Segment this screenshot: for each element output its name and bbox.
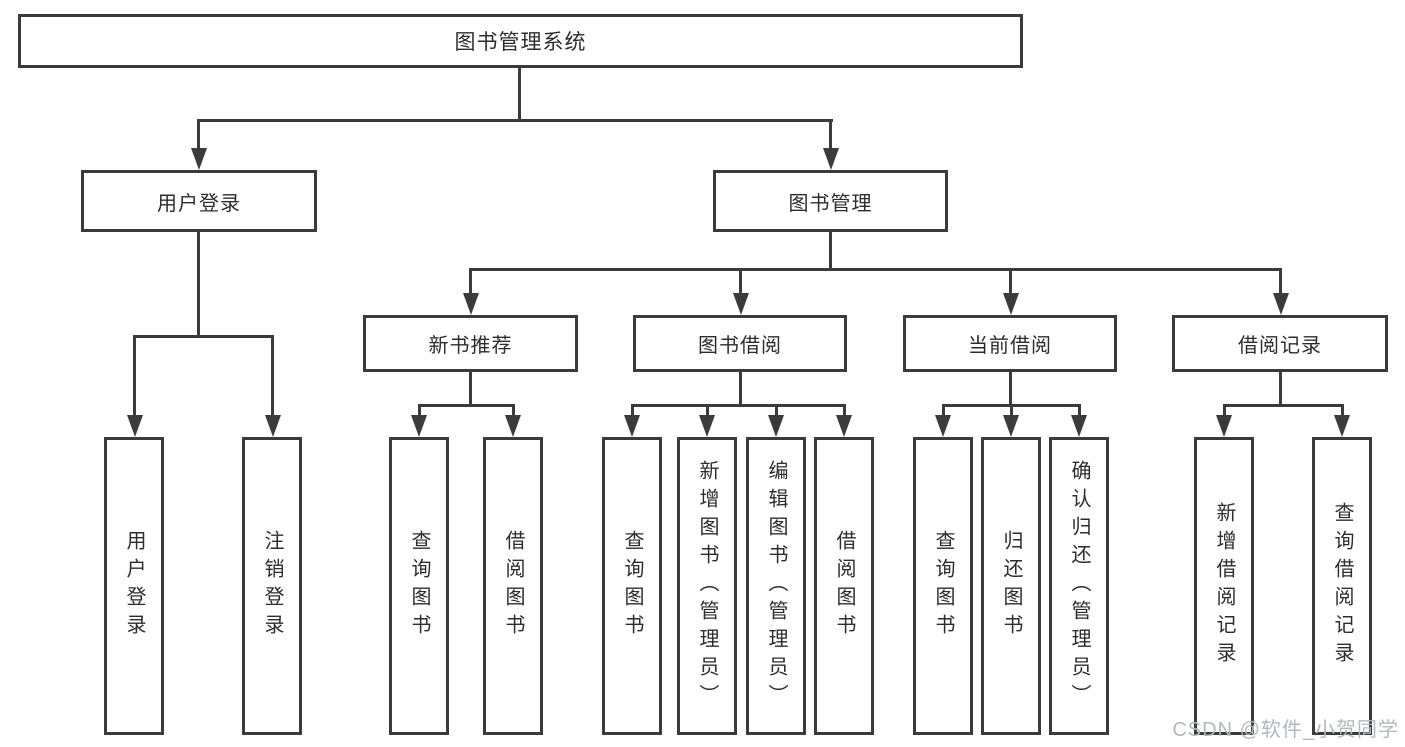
arrowhead-down	[823, 148, 839, 170]
leaf-query-books-current-label: 查询图书	[932, 530, 954, 642]
leaf-user-login-label: 用户登录	[123, 530, 145, 642]
arrowhead-down	[1071, 415, 1087, 437]
connector-book-mgmt-bar	[469, 268, 1282, 271]
leaf-query-books-borrowing: 查询图书	[602, 437, 662, 735]
node-current-borrowing: 当前借阅	[903, 315, 1117, 372]
leaf-query-borrow-record-label: 查询借阅记录	[1331, 502, 1353, 670]
connector-user-login-bar	[133, 335, 274, 338]
node-borrowing-records: 借阅记录	[1172, 315, 1388, 372]
connector-borrowing-drop-3	[775, 404, 778, 418]
node-new-book-recommend-label: 新书推荐	[428, 335, 513, 357]
connector-recommend-drop-1	[418, 404, 421, 418]
leaf-edit-book-admin-label: 编辑图书（管理员）	[765, 460, 787, 712]
arrowhead-down	[127, 415, 143, 437]
connector-borrowing-stem	[739, 372, 742, 404]
arrowhead-down	[699, 415, 715, 437]
connector-borrowing-drop-2	[706, 404, 709, 418]
arrowhead-down	[411, 415, 427, 437]
node-user-login: 用户登录	[81, 170, 317, 232]
connector-current-drop-3	[1078, 404, 1081, 418]
leaf-confirm-return-admin-label: 确认归还（管理员）	[1068, 460, 1090, 712]
connector-book-mgmt-drop-1	[469, 268, 472, 295]
connector-book-mgmt-drop-3	[1009, 268, 1012, 295]
node-root-label: 图书管理系统	[454, 31, 587, 54]
connector-records-bar	[1223, 404, 1344, 407]
arrowhead-down	[836, 415, 852, 437]
leaf-query-books-current: 查询图书	[913, 437, 973, 735]
leaf-add-borrow-record: 新增借阅记录	[1194, 437, 1254, 735]
leaf-return-book: 归还图书	[981, 437, 1041, 735]
connector-borrowing-drop-4	[843, 404, 846, 418]
connector-root-bar	[197, 119, 833, 122]
arrowhead-down	[768, 415, 784, 437]
arrowhead-down	[463, 293, 479, 315]
connector-root-left-drop	[197, 119, 200, 150]
arrowhead-down	[1003, 415, 1019, 437]
connector-current-drop-2	[1010, 404, 1013, 418]
node-book-management-label: 图书管理	[788, 192, 873, 215]
connector-book-mgmt-stem	[829, 232, 832, 268]
connector-current-stem	[1009, 372, 1012, 404]
arrowhead-down	[1003, 293, 1019, 315]
node-new-book-recommend: 新书推荐	[363, 315, 578, 372]
arrowhead-down	[265, 415, 281, 437]
connector-borrowing-bar	[631, 404, 845, 407]
node-book-borrowing-label: 图书借阅	[698, 335, 782, 357]
node-user-login-label: 用户登录	[157, 192, 241, 215]
csdn-watermark: CSDN @软件_小贺同学	[1172, 719, 1399, 741]
node-borrowing-records-label: 借阅记录	[1238, 335, 1322, 357]
node-book-borrowing: 图书借阅	[633, 315, 847, 372]
connector-records-drop-1	[1223, 404, 1226, 418]
arrowhead-down	[1273, 293, 1289, 315]
leaf-user-login: 用户登录	[104, 437, 164, 735]
node-book-management: 图书管理	[713, 170, 948, 232]
connector-user-login-drop-1	[133, 335, 136, 419]
leaf-query-borrow-record: 查询借阅记录	[1312, 437, 1372, 735]
connector-recommend-drop-2	[512, 404, 515, 418]
connector-current-drop-1	[942, 404, 945, 418]
leaf-logout: 注销登录	[242, 437, 302, 735]
arrowhead-down	[1216, 415, 1232, 437]
connector-root-right-drop	[829, 119, 832, 150]
leaf-query-books-borrowing-label: 查询图书	[621, 530, 643, 642]
connector-borrowing-drop-1	[631, 404, 634, 418]
connector-book-mgmt-drop-2	[739, 268, 742, 295]
node-root: 图书管理系统	[18, 14, 1023, 68]
leaf-borrow-books-recommend-label: 借阅图书	[502, 530, 524, 642]
leaf-query-books-recommend-label: 查询图书	[408, 530, 430, 642]
arrowhead-down	[935, 415, 951, 437]
leaf-query-books-recommend: 查询图书	[389, 437, 449, 735]
connector-recommend-bar	[418, 404, 515, 407]
leaf-edit-book-admin: 编辑图书（管理员）	[746, 437, 806, 735]
leaf-confirm-return-admin: 确认归还（管理员）	[1049, 437, 1109, 735]
leaf-borrow-books-borrowing: 借阅图书	[814, 437, 874, 735]
connector-user-login-stem	[197, 232, 200, 335]
leaf-add-book-admin-label: 新增图书（管理员）	[696, 460, 718, 712]
arrowhead-down	[624, 415, 640, 437]
connector-recommend-stem	[469, 372, 472, 404]
node-current-borrowing-label: 当前借阅	[968, 335, 1052, 357]
leaf-borrow-books-recommend: 借阅图书	[483, 437, 543, 735]
leaf-add-book-admin: 新增图书（管理员）	[677, 437, 737, 735]
leaf-logout-label: 注销登录	[261, 530, 283, 642]
connector-user-login-drop-2	[271, 335, 274, 419]
arrowhead-down	[1334, 415, 1350, 437]
arrowhead-down	[191, 148, 207, 170]
leaf-borrow-books-borrowing-label: 借阅图书	[833, 530, 855, 642]
connector-root-stem	[518, 68, 521, 119]
leaf-return-book-label: 归还图书	[1000, 530, 1022, 642]
arrowhead-down	[505, 415, 521, 437]
connector-records-drop-2	[1341, 404, 1344, 418]
arrowhead-down	[733, 293, 749, 315]
connector-records-stem	[1279, 372, 1282, 404]
connector-book-mgmt-drop-4	[1279, 268, 1282, 295]
leaf-add-borrow-record-label: 新增借阅记录	[1213, 502, 1235, 670]
